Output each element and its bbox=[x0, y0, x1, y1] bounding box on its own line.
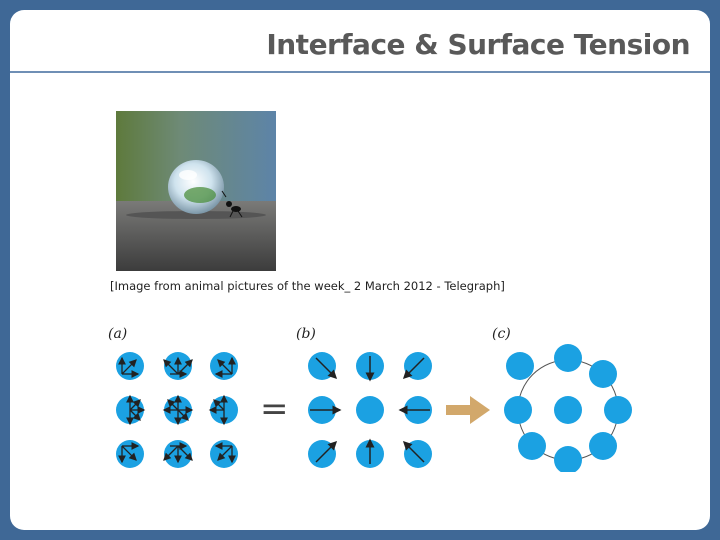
panel-label-c: (c) bbox=[492, 326, 511, 342]
image-caption: [Image from animal pictures of the week_… bbox=[110, 279, 505, 293]
slide: Interface & Surface Tension bbox=[10, 10, 710, 530]
panel-a-force-arrows bbox=[118, 356, 236, 464]
transition-arrow bbox=[446, 396, 490, 424]
water-drop-ant-photo bbox=[116, 111, 276, 271]
panel-label-b: (b) bbox=[296, 326, 316, 342]
equals-sign: = bbox=[260, 389, 289, 429]
panel-b-net-force-arrows bbox=[310, 356, 430, 464]
slide-title: Interface & Surface Tension bbox=[266, 28, 690, 61]
surface-tension-diagram: (a) (b) (c) = bbox=[108, 326, 632, 472]
panel-label-a: (a) bbox=[108, 326, 127, 342]
title-divider bbox=[10, 71, 710, 73]
panel-c-particles bbox=[504, 344, 632, 472]
